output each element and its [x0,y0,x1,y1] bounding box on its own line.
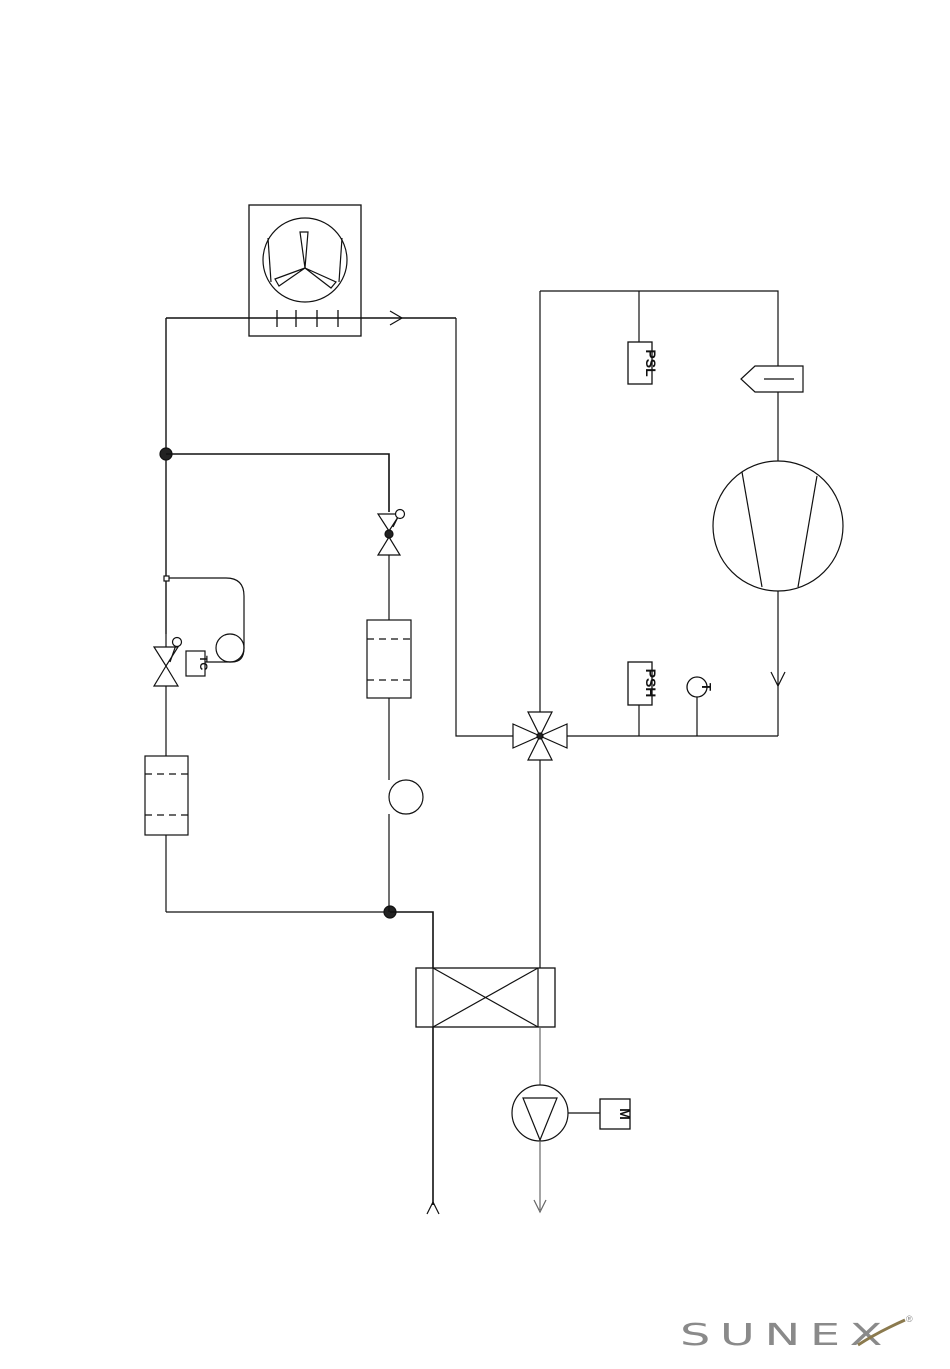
svg-text:PSH: PSH [643,669,659,698]
pump-icon [512,1085,568,1141]
temperature-sensor: T [687,677,714,697]
discharge-nozzle-icon [741,366,803,392]
temperature-controller: TC [186,651,209,676]
svg-text:®: ® [906,1314,913,1324]
heat-exchanger [416,968,555,1027]
compressor-icon [713,461,843,591]
thermostatic-expansion-valve-icon [154,638,182,687]
pressure-switch-low: PSL [628,342,659,384]
svg-text:SUNEX: SUNEX [680,1318,892,1353]
solenoid-valve-icon [378,510,405,556]
filter-drier-right [367,620,411,698]
sunex-logo: SUNEX ® [680,1314,913,1353]
condenser-fan-icon [263,218,347,302]
svg-text:M: M [617,1108,633,1120]
filter-drier-left [145,756,188,835]
pump-motor: M [600,1099,633,1129]
svg-text:TC: TC [197,656,209,671]
svg-text:T: T [699,683,714,691]
pressure-switch-high: PSH [628,662,659,705]
pipe-to-reversing-valve [456,318,513,736]
condenser [249,205,361,336]
sight-glass-icon [389,780,423,814]
four-way-valve-icon [513,712,567,760]
svg-text:PSL: PSL [643,349,659,377]
